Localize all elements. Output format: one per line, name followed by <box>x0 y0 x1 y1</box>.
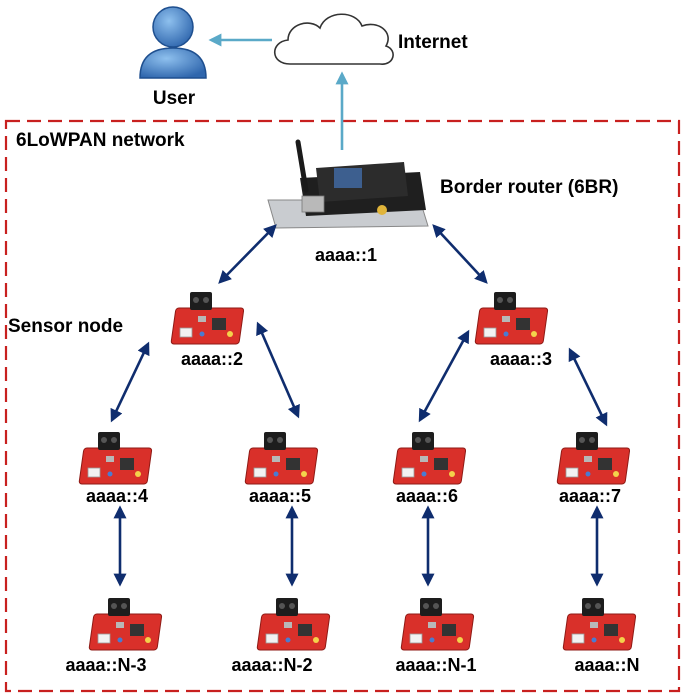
sensor-node-label: Sensor node <box>8 316 123 337</box>
border-router-icon <box>267 139 429 229</box>
node-address-label: aaaa::N <box>574 655 639 675</box>
sensor-node-icon <box>88 597 163 651</box>
sensor-node-icon <box>392 431 467 485</box>
node-address-label: aaaa::3 <box>490 349 552 369</box>
network-label: 6LoWPAN network <box>16 130 185 151</box>
link-arrow-n1-n2 <box>218 224 277 284</box>
cloud-icon <box>273 13 394 65</box>
link-arrow-n1-n3 <box>432 224 488 284</box>
border-router-label: Border router (6BR) <box>440 177 618 198</box>
sensor-node-icon <box>562 597 637 651</box>
user-label: User <box>153 88 196 109</box>
node-address-label: aaaa::2 <box>181 349 243 369</box>
node-address-label: aaaa::6 <box>396 486 458 506</box>
sensor-node-icon <box>244 431 319 485</box>
node-address-label: aaaa::4 <box>86 486 148 506</box>
node-address-label: aaaa::1 <box>315 245 377 265</box>
sensor-node-icon <box>170 291 245 345</box>
sensor-node-icon <box>256 597 331 651</box>
sensor-node-icon <box>400 597 475 651</box>
node-address-label: aaaa::5 <box>249 486 311 506</box>
link-arrows <box>110 224 608 587</box>
user-icon <box>139 6 207 79</box>
node-address-label: aaaa::N-1 <box>395 655 476 675</box>
sensor-node-icon <box>78 431 153 485</box>
link-arrow-n3-n7 <box>568 347 608 427</box>
link-arrow-n3-n6 <box>418 329 470 423</box>
sensor-node-icon <box>474 291 549 345</box>
link-arrow-n2-n5 <box>256 321 300 419</box>
sensor-node-icon <box>556 431 631 485</box>
internet-label: Internet <box>398 32 468 53</box>
node-address-label: aaaa::N-2 <box>231 655 312 675</box>
node-address-label: aaaa::N-3 <box>65 655 146 675</box>
link-arrow-n2-n4 <box>110 341 150 423</box>
node-address-label: aaaa::7 <box>559 486 621 506</box>
